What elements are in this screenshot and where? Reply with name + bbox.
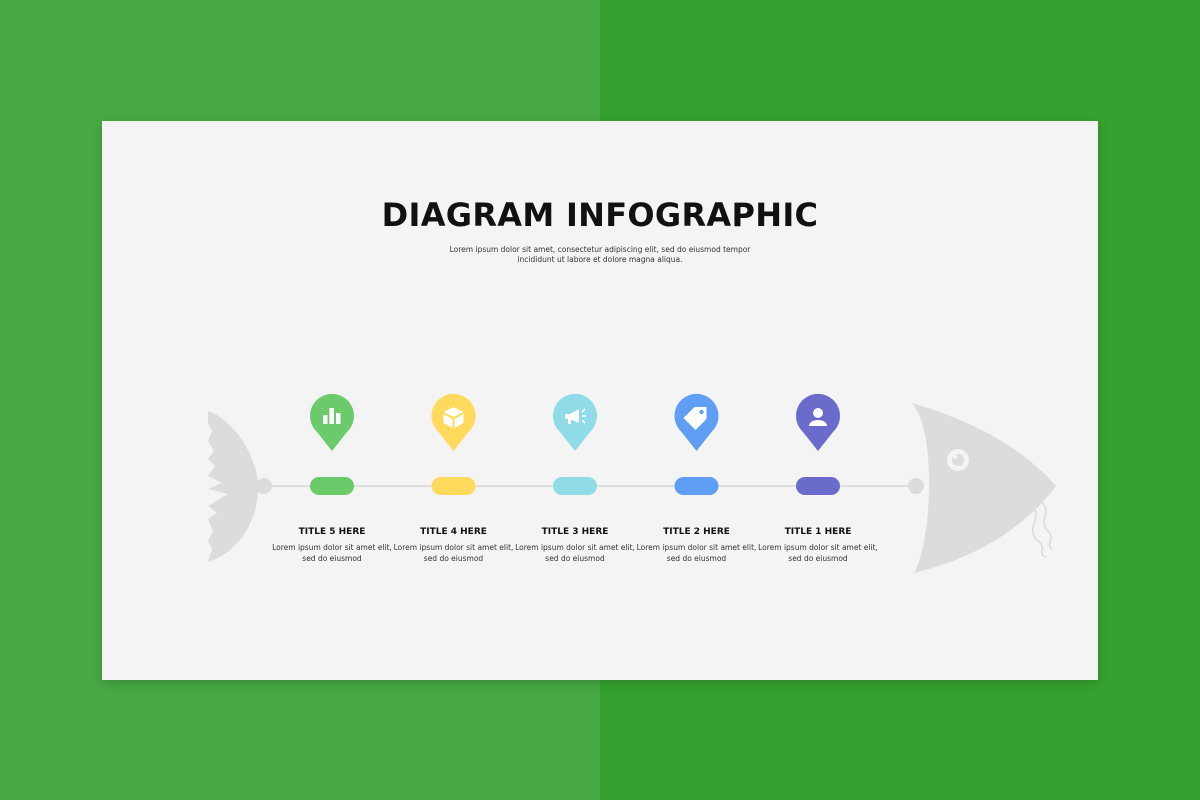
step-capsule [431,477,476,495]
step-1 [310,393,354,495]
step-description: Lorem ipsum dolor sit amet elit, sed do … [636,543,757,563]
megaphone-icon [565,408,586,424]
fish-head [912,403,1056,573]
fishbone-diagram [208,393,1056,573]
step-4 [674,393,719,495]
step-pin-marker [431,393,476,451]
step-title: TITLE 5 HERE [298,527,366,537]
step-description: Lorem ipsum dolor sit amet elit, sed do … [272,543,392,563]
step-3 [553,393,597,495]
step-description: Lorem ipsum dolor sit amet elit, sed do … [515,543,635,563]
box-icon [443,407,464,428]
step-title: TITLE 2 HERE [663,527,730,537]
step-2 [431,393,476,495]
fish-tail-joint [256,478,272,494]
step-title: TITLE 4 HERE [420,527,487,537]
step-capsule [553,477,597,495]
step-capsule [796,477,840,495]
step-capsule [674,477,719,495]
fish-whisker [1031,505,1047,558]
step-description: Lorem ipsum dolor sit amet elit, sed do … [758,543,878,563]
step-title: TITLE 1 HERE [784,527,852,537]
fish-tail [208,411,259,562]
tag-icon [683,407,707,430]
user-icon [809,408,827,426]
fish-eye-highlight [953,455,957,459]
slide: DIAGRAM INFOGRAPHIC Lorem ipsum dolor si… [102,121,1098,680]
step-capsule [310,477,354,495]
step-title: TITLE 3 HERE [541,527,609,537]
fish-whisker [1039,500,1053,550]
step-description: Lorem ipsum dolor sit amet elit, sed do … [393,543,514,563]
page-subtitle: Lorem ipsum dolor sit amet, consectetur … [449,245,751,264]
step-5 [796,393,841,495]
step-pin-marker [553,393,597,451]
bar-chart-icon [323,408,341,424]
fish-neck-joint [908,478,924,494]
page-title: DIAGRAM INFOGRAPHIC [381,196,819,234]
